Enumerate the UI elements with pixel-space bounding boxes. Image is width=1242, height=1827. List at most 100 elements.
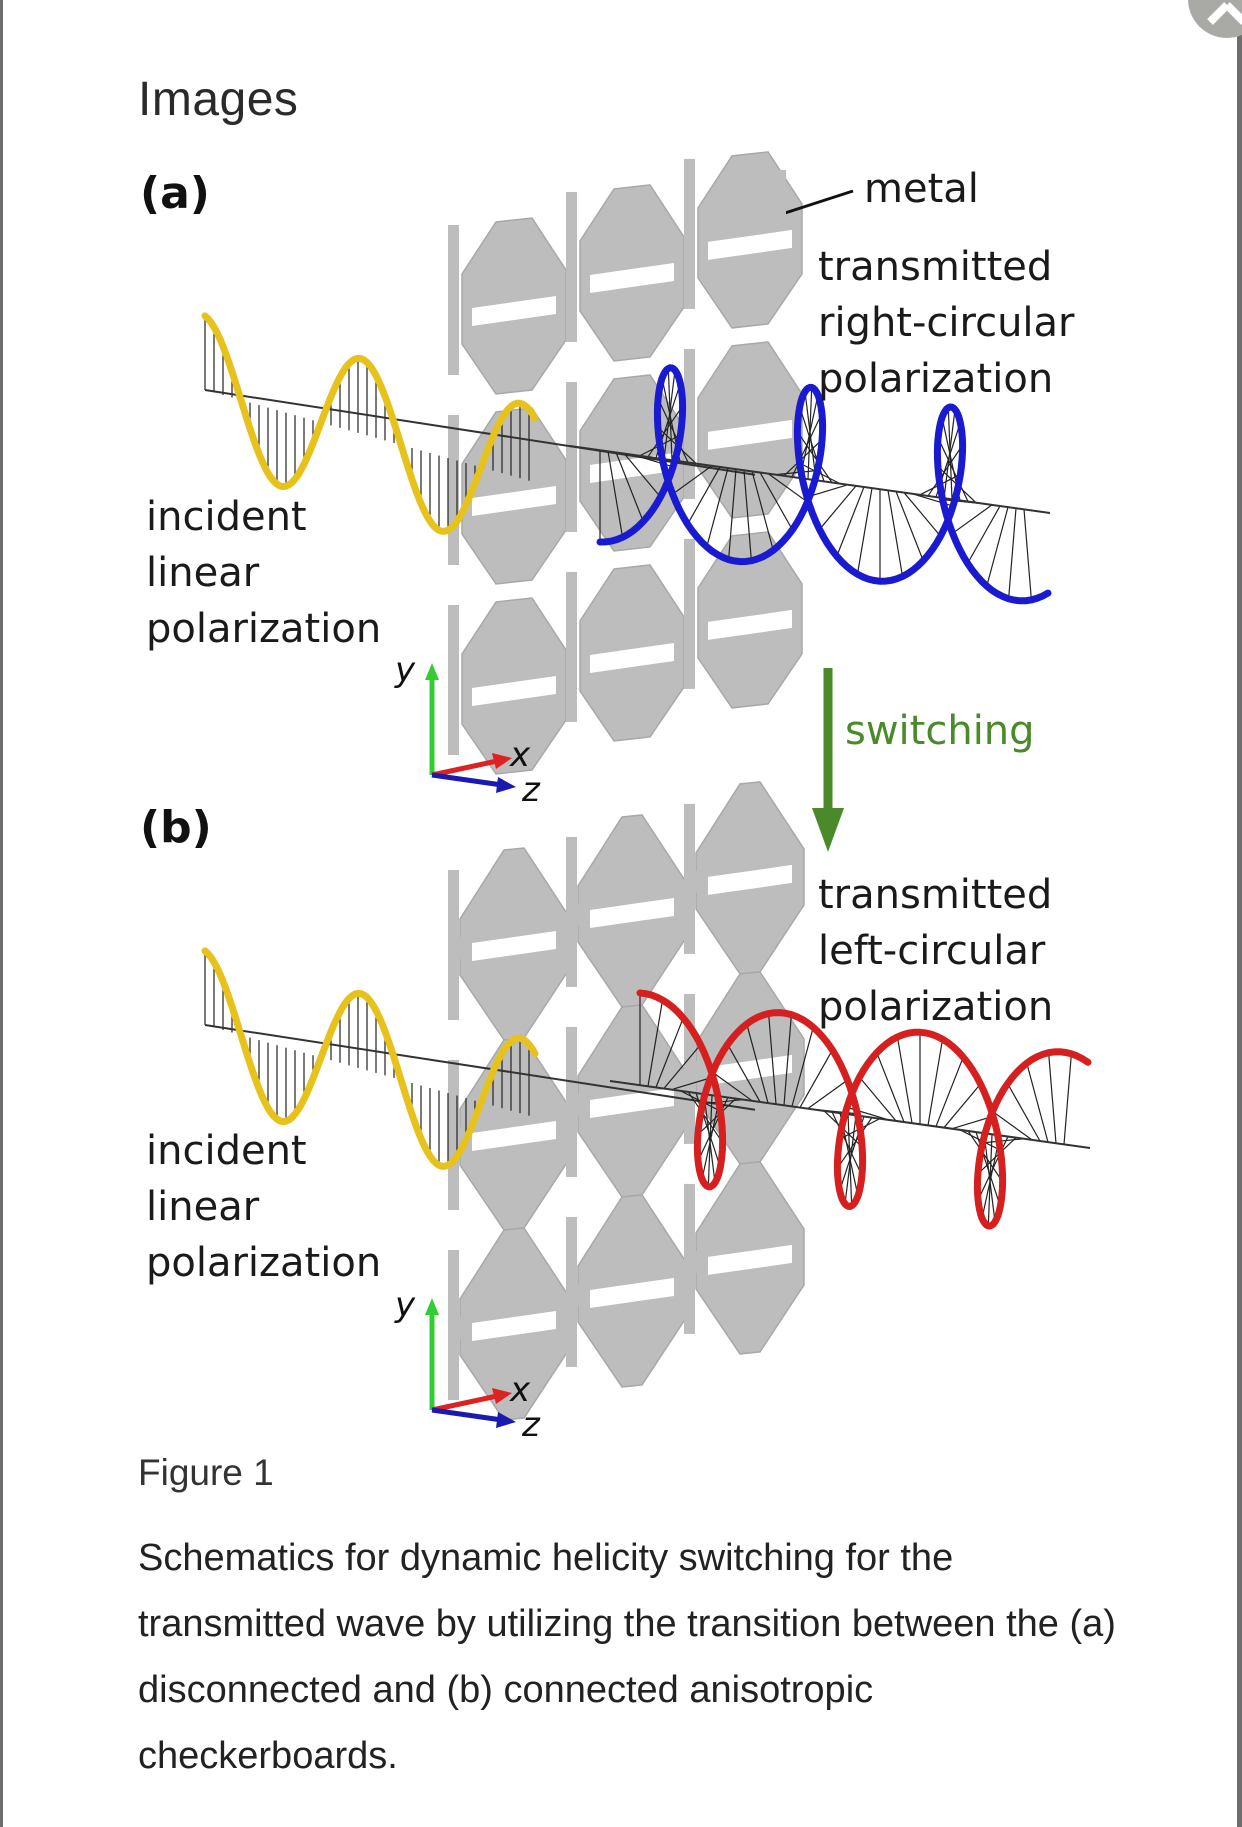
panel-b-slot (708, 864, 792, 895)
panel-a-metal-strip (566, 191, 577, 342)
panel-a-field-vector (672, 465, 713, 495)
panel-b-slot (590, 1087, 674, 1118)
panel-b-propagation-axis (204, 1024, 756, 1111)
panel-a-slot (472, 676, 556, 706)
panel-b-field-vector (896, 1036, 913, 1124)
transmitted-label-a-line1: transmitted (818, 244, 1053, 290)
panel-a-field-vector (751, 471, 774, 551)
panel-a-x-arrowhead (492, 753, 512, 769)
panel-a-z-arrowhead (496, 777, 516, 793)
panel-a-metal-strip (566, 571, 577, 722)
panel-a-metal-strip (448, 225, 459, 375)
panel-a-field-vector (607, 451, 624, 538)
panel-b-field-vector (977, 1137, 1017, 1175)
panel-b-field-vector (655, 1017, 684, 1088)
panel-b-field-vector (859, 1076, 897, 1122)
panel-b-slot (590, 1277, 674, 1308)
panel-b-field-vector (967, 1130, 1004, 1182)
panel-a-field-vector (783, 439, 823, 477)
figure-caption: Schematics for dynamic helicity switchin… (138, 1537, 1116, 1777)
panel-b-slot (708, 1244, 792, 1275)
panel-b-z-axis-arrow (431, 1407, 503, 1423)
axis-y-label-a: y (395, 650, 416, 690)
panel-a-slot (590, 262, 674, 293)
figure-drawing (201, 151, 1092, 1428)
panel-a-field-vector (767, 473, 808, 503)
panel-b-bridge (448, 937, 462, 959)
panel-b-field-vector (876, 1052, 905, 1123)
panel-b-field-vector (727, 1044, 761, 1103)
switching-label: switching (845, 708, 1035, 754)
panel-a-slot (708, 419, 792, 450)
incident-label-a-line3: polarization (146, 606, 382, 652)
panel-a-field-vector (986, 506, 1009, 587)
panel-b-bridge (684, 870, 698, 893)
panel-a-metal-strip (448, 415, 459, 565)
incident-label-a-line2: linear (146, 550, 260, 596)
panel-b-field-vector (799, 1049, 833, 1108)
axis-x-label-b: x (510, 1370, 531, 1410)
metal-leader-line (784, 189, 854, 215)
panel-b-field-vector (982, 1138, 1025, 1144)
panel-a-slot (708, 609, 792, 640)
panel-a-field-vector (903, 492, 941, 537)
panel-a-field-vector (687, 466, 721, 525)
transmitted-label-b-line2: left-circular (818, 928, 1046, 974)
panel-b-bridge (684, 1250, 698, 1273)
panel-b-field-vector (935, 1056, 964, 1127)
panel-a-label: (a) (140, 168, 210, 219)
panel-b-field-vector (943, 1083, 981, 1128)
panel-b-field-vector (992, 1110, 1033, 1141)
panel-b-field-vector (647, 999, 664, 1087)
panel-b-field-vector (1007, 1083, 1041, 1142)
transmitted-label-a-line2: right-circular (818, 300, 1075, 346)
panel-a-field-vector (804, 391, 817, 481)
panel-a-field-vector (967, 505, 1001, 564)
close-button[interactable] (1188, 0, 1242, 38)
panel-a-field-vector (728, 468, 737, 560)
panel-a-slot (472, 296, 556, 326)
panel-b-field-vector (783, 1014, 792, 1106)
axis-z-label-b: z (522, 1405, 540, 1445)
panel-b-field-vector (697, 1098, 737, 1136)
panel-b-bridge (684, 1060, 698, 1083)
metal-label: metal (864, 166, 979, 212)
panel-b-field-vector (702, 1098, 745, 1105)
panel-a-metal-strip (684, 538, 695, 689)
axis-z-label-a: z (522, 770, 540, 810)
panel-a-metal-strip (684, 348, 695, 499)
panel-a-slot (590, 642, 674, 673)
panel-a-field-vector (952, 504, 993, 534)
panel-b-field-vector (791, 1027, 814, 1107)
panel-a-field-vector (819, 485, 857, 530)
panel-b-field-vector (983, 1133, 996, 1222)
panel-b-label: (b) (140, 802, 212, 853)
panel-b-bridge (566, 1093, 580, 1116)
figure-1-image[interactable]: (a) metal transmitted right-circular pol… (0, 0, 1242, 1460)
transmitted-label-b-line3: polarization (818, 984, 1054, 1030)
panel-b-bridge (448, 1127, 462, 1149)
transmitted-label-a-line3: polarization (818, 356, 1054, 402)
panel-a-x-axis-arrow (431, 758, 498, 778)
panel-a-field-vector (856, 487, 873, 575)
panel-a-field-vector (836, 486, 865, 557)
panel-b-field-vector (1063, 1053, 1072, 1145)
panel-a-field-vector (623, 452, 661, 498)
incident-label-b-line2: linear (146, 1184, 260, 1230)
panel-a-field-vector (796, 431, 833, 483)
transmitted-label-b-line1: transmitted (818, 872, 1053, 918)
incident-label-a-line1: incident (146, 494, 307, 540)
figure-number: Figure 1 (138, 1452, 274, 1493)
panel-a-field-vector (1008, 508, 1017, 599)
panel-b-field-vector (1026, 1062, 1049, 1143)
panel-b-field-vector (703, 1093, 716, 1183)
axis-x-label-a: x (510, 735, 531, 775)
right-scrollbar[interactable] (1237, 30, 1242, 1827)
panel-b-slot (472, 931, 556, 961)
panel-a-field-vector (615, 452, 644, 522)
panel-b-propagation-axis (609, 1080, 1091, 1149)
panel-b-bridge (566, 903, 580, 926)
incident-label-b-line1: incident (146, 1128, 307, 1174)
panel-a-metal-strip (684, 158, 695, 309)
panel-b-field-vector (768, 1013, 777, 1105)
